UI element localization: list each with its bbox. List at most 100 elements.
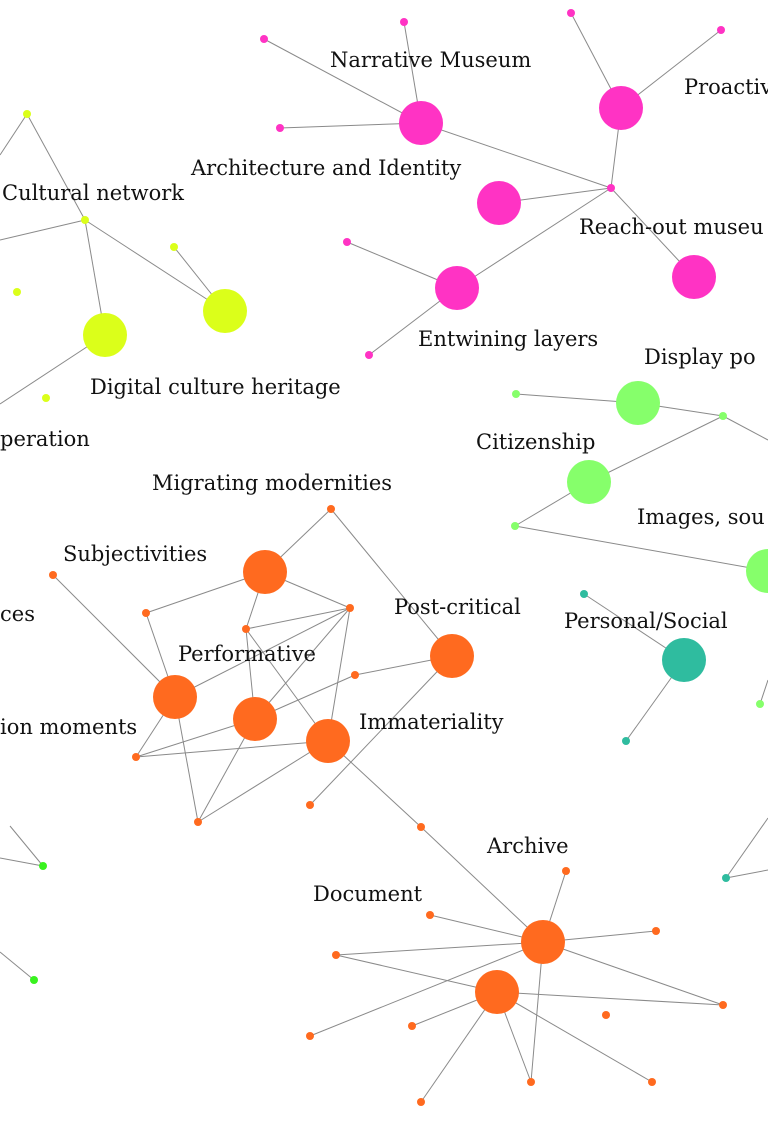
node-o16[interactable] (408, 1022, 416, 1030)
node-g-s1[interactable] (512, 390, 520, 398)
edge (52, 574, 176, 698)
node-migrating[interactable] (243, 550, 287, 594)
edge (254, 607, 351, 720)
label-entwining-layers: Entwining layers (418, 327, 598, 351)
label-layer: Narrative Museum Proactiv Architecture a… (0, 48, 768, 906)
node-o18[interactable] (306, 1032, 314, 1040)
node-o11[interactable] (562, 867, 570, 875)
node-l-s2[interactable] (13, 288, 21, 296)
node-m-s4[interactable] (567, 9, 575, 17)
node-entwining[interactable] (435, 266, 479, 310)
label-digital-culture-heritage: Digital culture heritage (90, 375, 341, 399)
edge (135, 740, 329, 758)
node-immateriality[interactable] (306, 719, 350, 763)
label-ces: ces (0, 602, 35, 626)
edge (335, 941, 544, 956)
node-o10[interactable] (417, 823, 425, 831)
label-images: Images, sou (637, 505, 765, 529)
node-o4[interactable] (242, 625, 250, 633)
label-archive: Archive (486, 834, 569, 858)
node-l-s4[interactable] (42, 394, 50, 402)
label-post-critical: Post-critical (394, 595, 521, 619)
edge (0, 219, 86, 241)
node-o8[interactable] (194, 818, 202, 826)
node-b-s1[interactable] (39, 862, 47, 870)
node-proactive[interactable] (599, 86, 643, 130)
edge (759, 679, 768, 705)
node-o20[interactable] (648, 1078, 656, 1086)
node-o5[interactable] (346, 604, 354, 612)
node-m-s2[interactable] (400, 18, 408, 26)
node-o6[interactable] (351, 671, 359, 679)
node-o7[interactable] (132, 753, 140, 761)
node-m-s1[interactable] (260, 35, 268, 43)
node-reachout[interactable] (672, 255, 716, 299)
label-proactive: Proactiv (684, 75, 768, 99)
node-t-s2[interactable] (622, 737, 630, 745)
node-b-s2[interactable] (30, 976, 38, 984)
node-document[interactable] (475, 970, 519, 1014)
edge (245, 628, 329, 742)
node-m-s7[interactable] (365, 351, 373, 359)
label-performative: Performative (178, 642, 316, 666)
edge (0, 857, 44, 867)
label-citizenship: Citizenship (476, 430, 595, 454)
label-migrating-modernities: Migrating modernities (152, 471, 392, 495)
node-o17[interactable] (602, 1011, 610, 1019)
node-layer (13, 9, 768, 1106)
node-g-s3[interactable] (756, 700, 764, 708)
edge (84, 219, 226, 312)
node-performative[interactable] (233, 697, 277, 741)
label-architecture-identity: Architecture and Identity (190, 156, 461, 180)
node-o1[interactable] (327, 505, 335, 513)
node-l-s1[interactable] (23, 110, 31, 118)
node-m-hub[interactable] (607, 184, 615, 192)
node-images[interactable] (746, 549, 768, 593)
edge (335, 954, 498, 993)
node-o21[interactable] (417, 1098, 425, 1106)
node-o14[interactable] (332, 951, 340, 959)
node-o13[interactable] (652, 927, 660, 935)
node-o12[interactable] (426, 911, 434, 919)
node-postcritical[interactable] (430, 634, 474, 678)
node-o3[interactable] (142, 609, 150, 617)
label-immateriality: Immateriality (359, 710, 504, 734)
edge (0, 951, 35, 981)
node-m-s5[interactable] (717, 26, 725, 34)
node-lime-big2[interactable] (203, 289, 247, 333)
node-digital-culture[interactable] (83, 313, 127, 357)
node-archive[interactable] (521, 920, 565, 964)
node-narrative[interactable] (399, 101, 443, 145)
node-citizenship[interactable] (567, 460, 611, 504)
node-display[interactable] (616, 381, 660, 425)
edge (722, 415, 768, 441)
node-o19[interactable] (527, 1078, 535, 1086)
edge (530, 941, 544, 1083)
node-personal-social[interactable] (662, 638, 706, 682)
edge (496, 991, 724, 1006)
node-o2[interactable] (49, 571, 57, 579)
edge (420, 826, 544, 943)
node-subjectivities[interactable] (153, 675, 197, 719)
label-display: Display po (644, 345, 756, 369)
label-cooperation: peration (0, 427, 90, 451)
edge (725, 817, 768, 879)
node-g-hub1[interactable] (719, 412, 727, 420)
label-personal-social: Personal/Social (564, 609, 728, 633)
edge (514, 525, 768, 572)
edge (542, 941, 724, 1006)
node-architecture[interactable] (477, 181, 521, 225)
node-o9[interactable] (306, 801, 314, 809)
edge (279, 122, 422, 129)
label-cultural-network: Cultural network (2, 181, 184, 205)
node-m-s3[interactable] (276, 124, 284, 132)
node-t-s3[interactable] (722, 874, 730, 882)
node-t-s1[interactable] (580, 590, 588, 598)
node-l-hub[interactable] (81, 216, 89, 224)
node-l-s3[interactable] (170, 243, 178, 251)
node-m-s6[interactable] (343, 238, 351, 246)
node-g-s2[interactable] (511, 522, 519, 530)
label-moments: ion moments (0, 715, 137, 739)
node-o15[interactable] (719, 1001, 727, 1009)
